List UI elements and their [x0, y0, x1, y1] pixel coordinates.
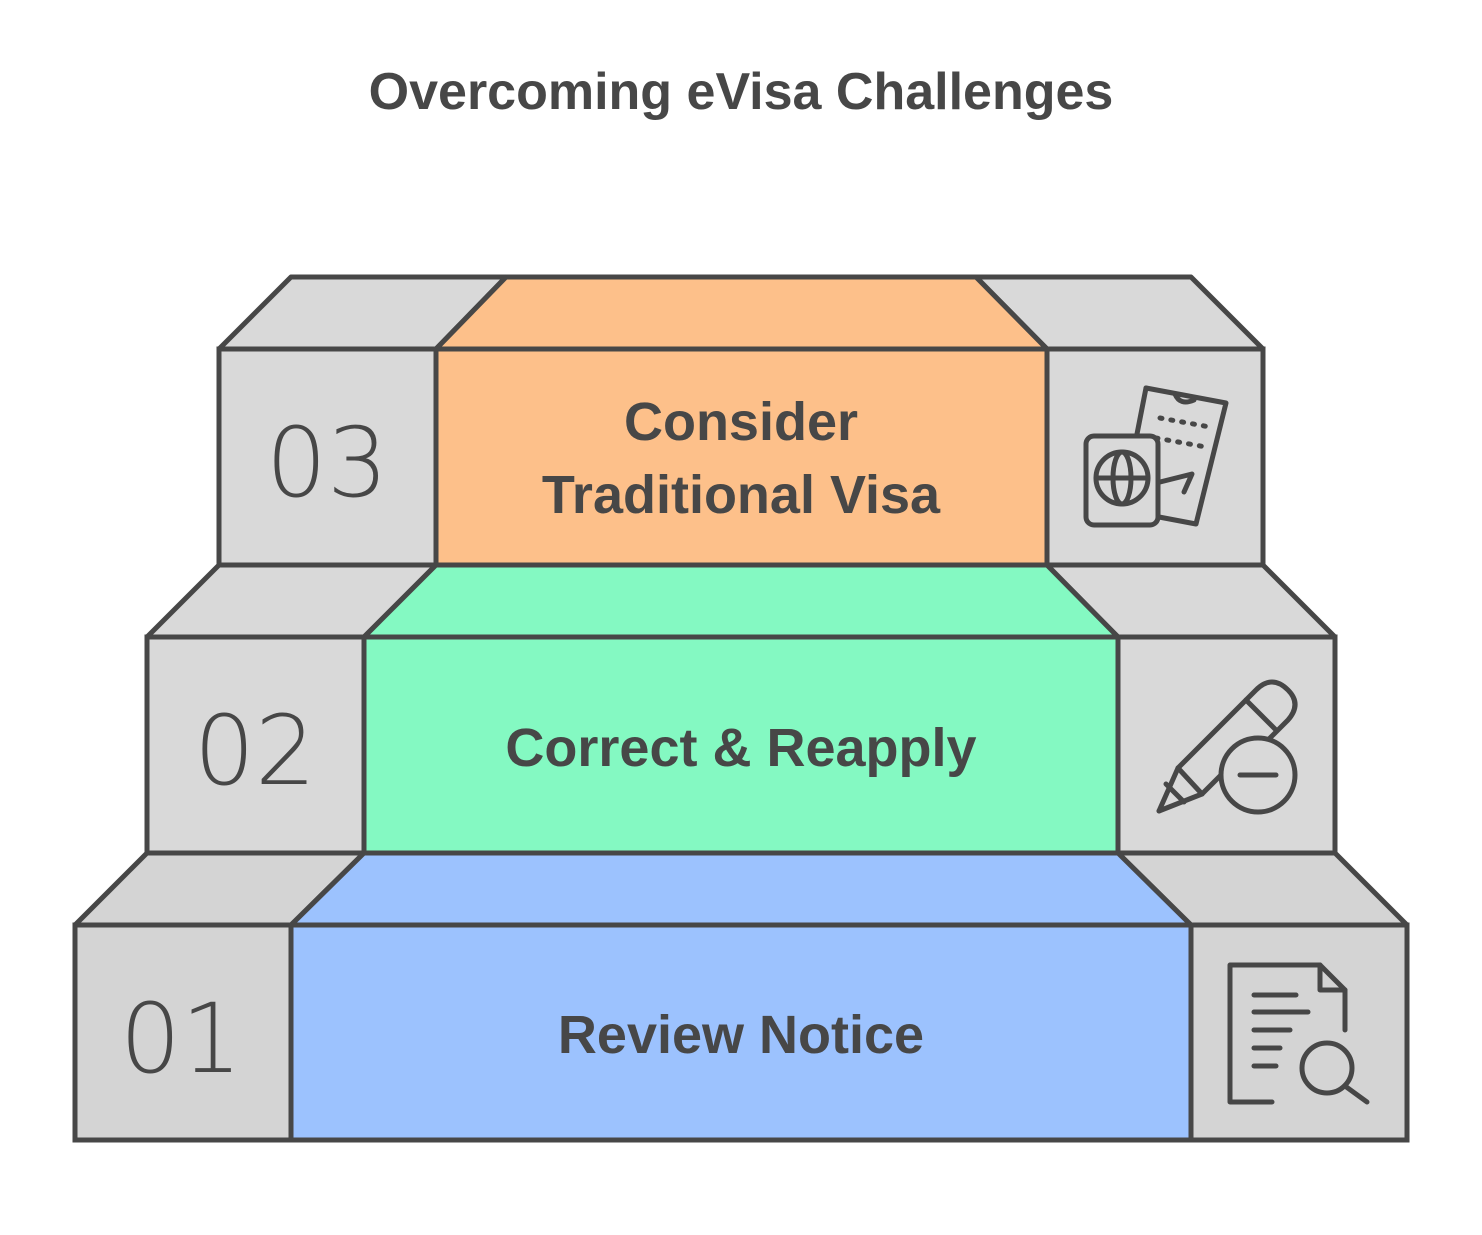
step-01-left-face	[72, 922, 294, 1143]
step-01-center-top	[288, 850, 1194, 928]
step-03-right-face	[1044, 346, 1266, 568]
step-03: 03 Consider Traditional Visa	[216, 274, 1266, 568]
step-01-label-line-1: Review Notice	[558, 1005, 924, 1065]
step-02-center-face	[361, 634, 1121, 856]
step-01-number: 01	[120, 983, 242, 1095]
step-03-center-top	[433, 274, 1050, 352]
document-search-icon	[1227, 962, 1370, 1105]
diagram-title: Overcoming eVisa Challenges	[368, 63, 1114, 121]
step-02-right-face	[1115, 634, 1338, 856]
passport-ticket-icon	[1083, 385, 1229, 528]
step-01: 01 Review Notice	[72, 850, 1410, 1143]
step-03-label-line-2: Traditional Visa	[542, 465, 941, 525]
step-03-center-face	[433, 346, 1050, 568]
step-02-center-top	[361, 562, 1121, 640]
step-02: 02 Correct & Reapply	[144, 562, 1338, 856]
step-03-number: 03	[266, 407, 388, 519]
step-02-label-line-1: Correct & Reapply	[505, 718, 976, 778]
step-01-center-face	[288, 922, 1194, 1143]
step-02-number: 02	[194, 695, 316, 807]
pencil-minus-icon	[1156, 679, 1298, 815]
step-01-right-face	[1188, 922, 1410, 1143]
step-03-label-line-1: Consider	[624, 392, 858, 452]
